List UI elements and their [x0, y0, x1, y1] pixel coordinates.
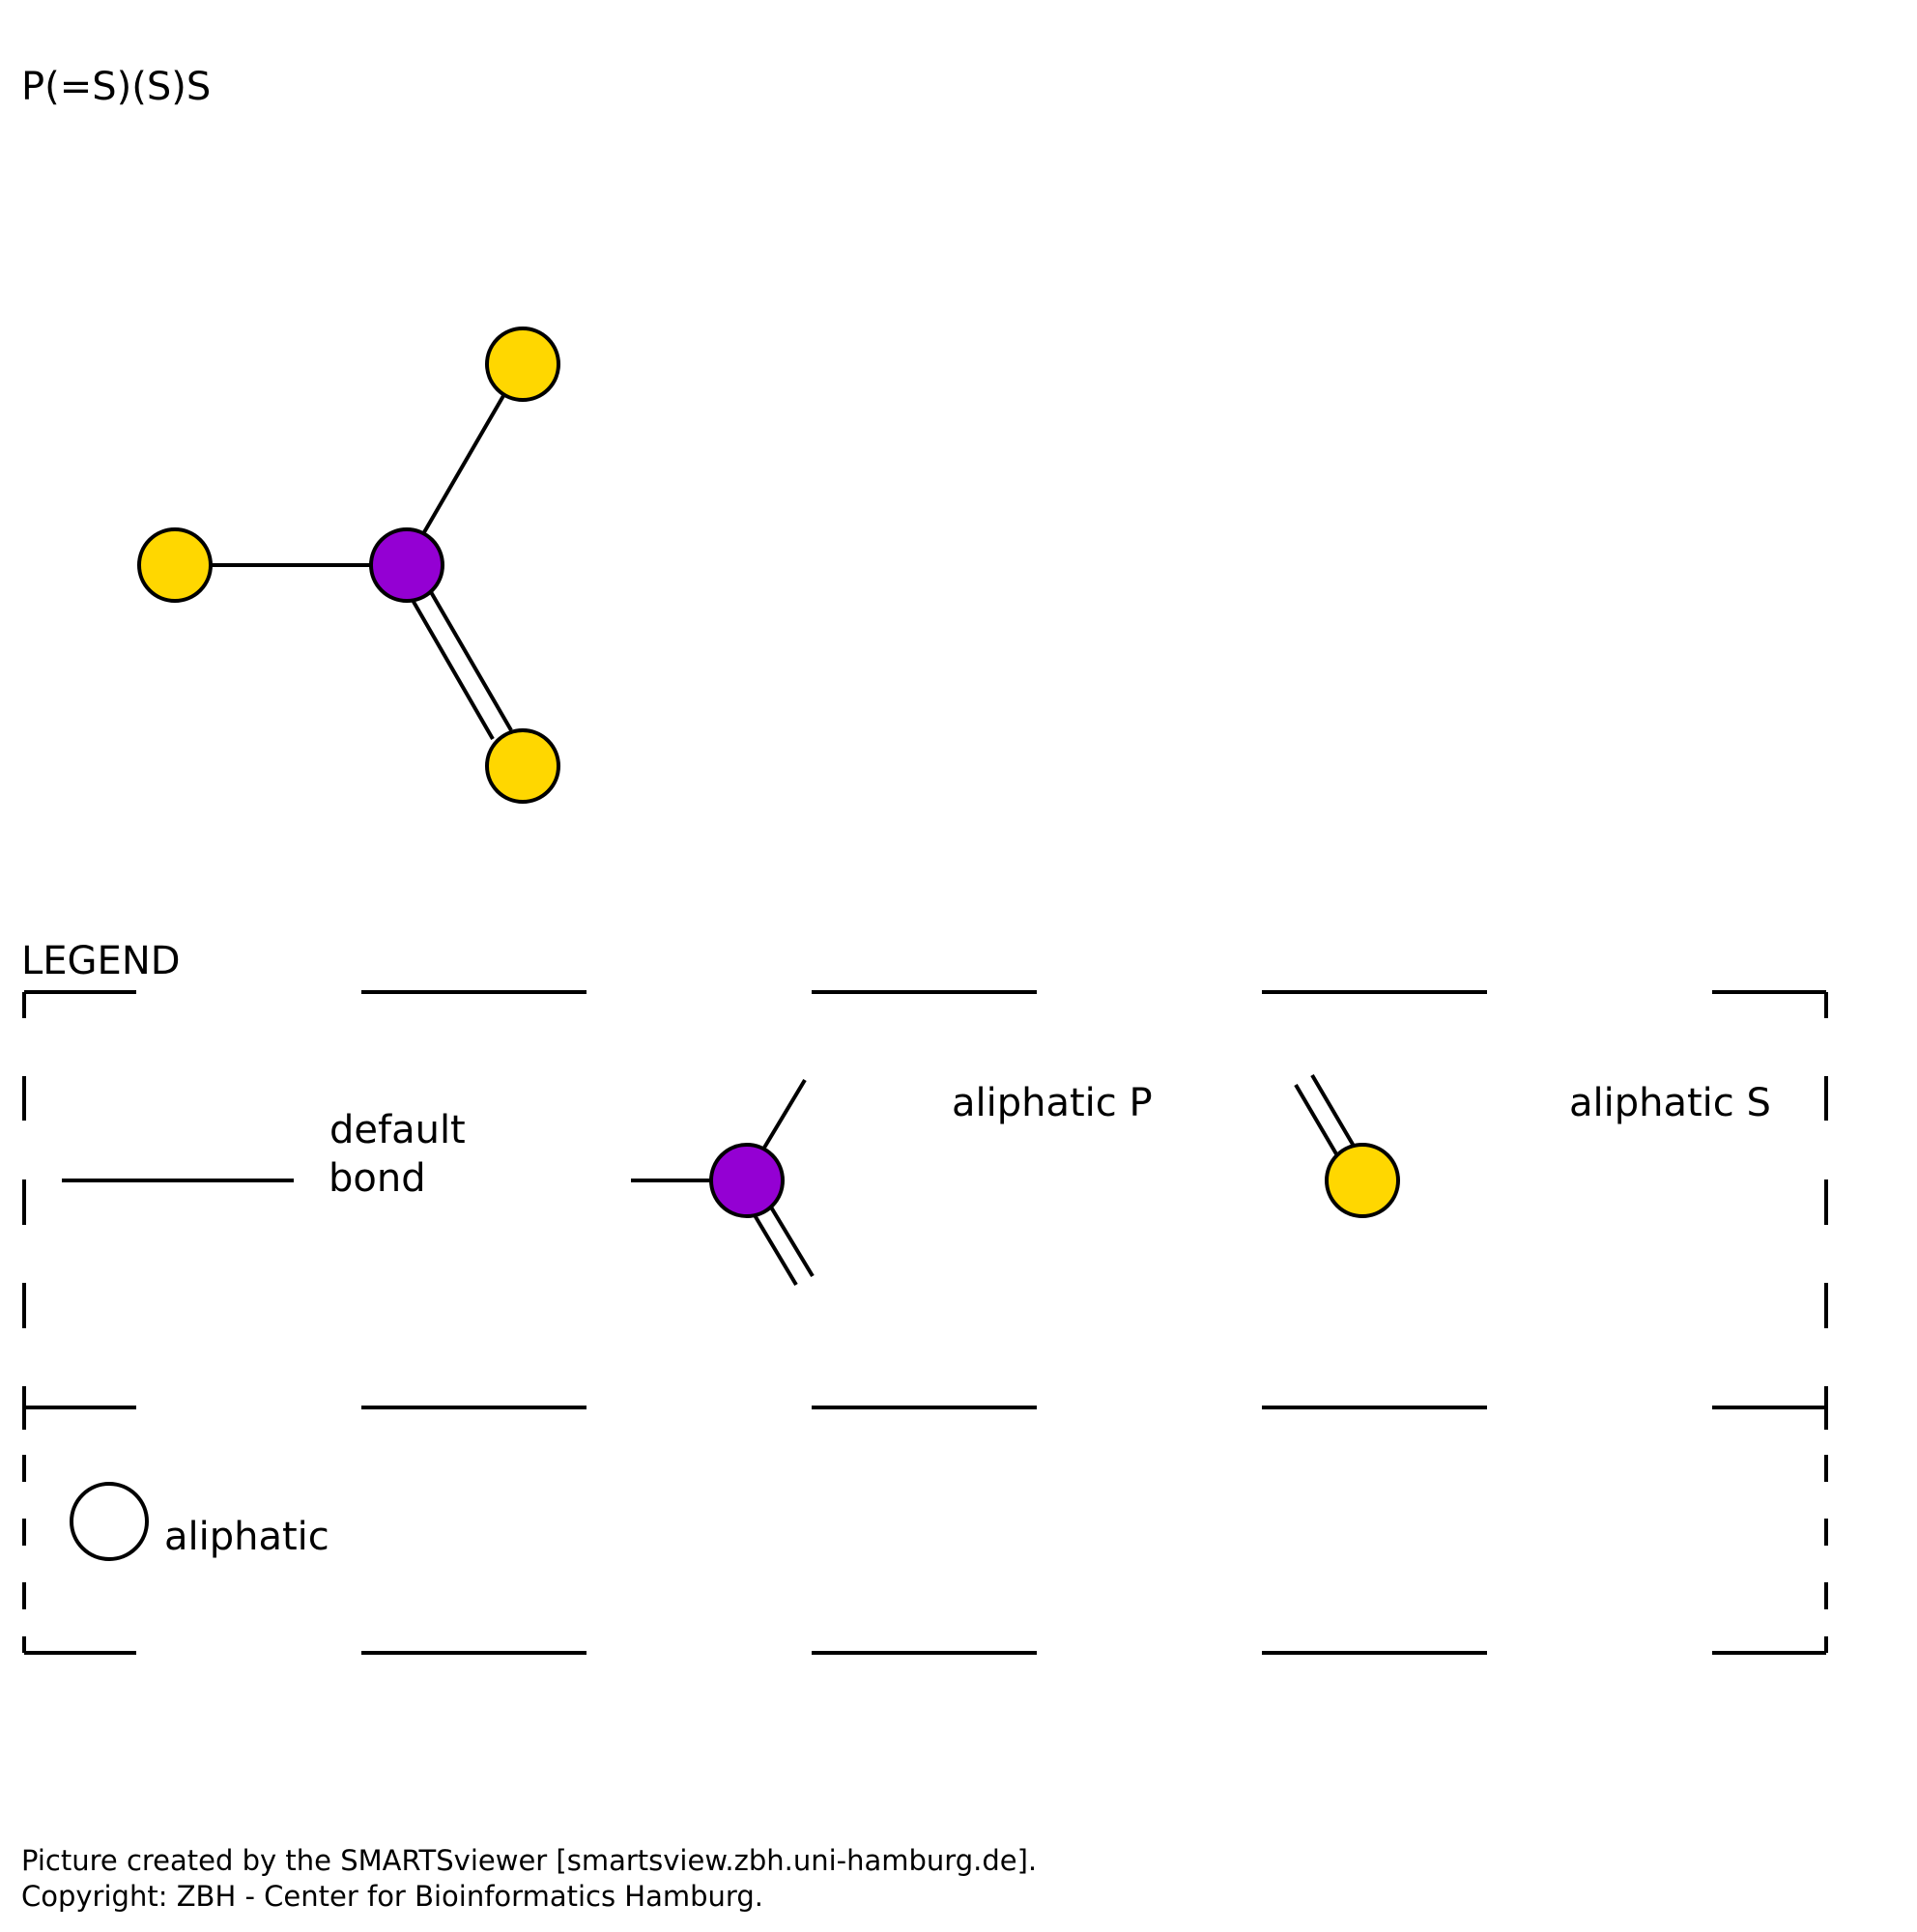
legend-default-bond-label-line2: bond	[329, 1156, 426, 1201]
bond-p-s-double-line-b	[425, 583, 513, 732]
atom-sulfur-upper	[485, 327, 560, 402]
legend-default-bond-label-line1: default	[329, 1108, 466, 1152]
legend-sulfur-atom	[1325, 1143, 1400, 1218]
atom-sulfur-lower	[485, 728, 560, 804]
footer-copyright: Copyright: ZBH - Center for Bioinformati…	[21, 1880, 763, 1913]
footer-credit: Picture created by the SMARTSviewer [sma…	[21, 1844, 1037, 1877]
legend-entry-aliphatic-s: aliphatic S	[1294, 1073, 1771, 1218]
legend-aliphatic-label: aliphatic	[164, 1515, 329, 1559]
legend-entry-aliphatic: aliphatic	[70, 1482, 329, 1561]
legend-aliphatic-s-label: aliphatic S	[1569, 1081, 1771, 1125]
atom-sulfur-left	[137, 527, 213, 603]
legend-frame	[22, 990, 1828, 1655]
legend-aliphatic-p-label: aliphatic P	[952, 1081, 1153, 1125]
legend-title: LEGEND	[21, 939, 181, 983]
molecule-depiction	[137, 327, 560, 804]
atom-phosphorus	[369, 527, 444, 603]
bond-p-s-single-upper	[422, 392, 506, 534]
bond-p-s-double-line-a	[408, 594, 495, 740]
legend-entry-default-bond: default bond	[62, 1108, 466, 1201]
legend-phosphorus-atom	[709, 1143, 785, 1218]
legend-aliphatic-circle	[70, 1482, 149, 1561]
legend-entry-aliphatic-p: aliphatic P	[631, 1078, 1153, 1287]
smarts-title: P(=S)(S)S	[21, 65, 211, 109]
